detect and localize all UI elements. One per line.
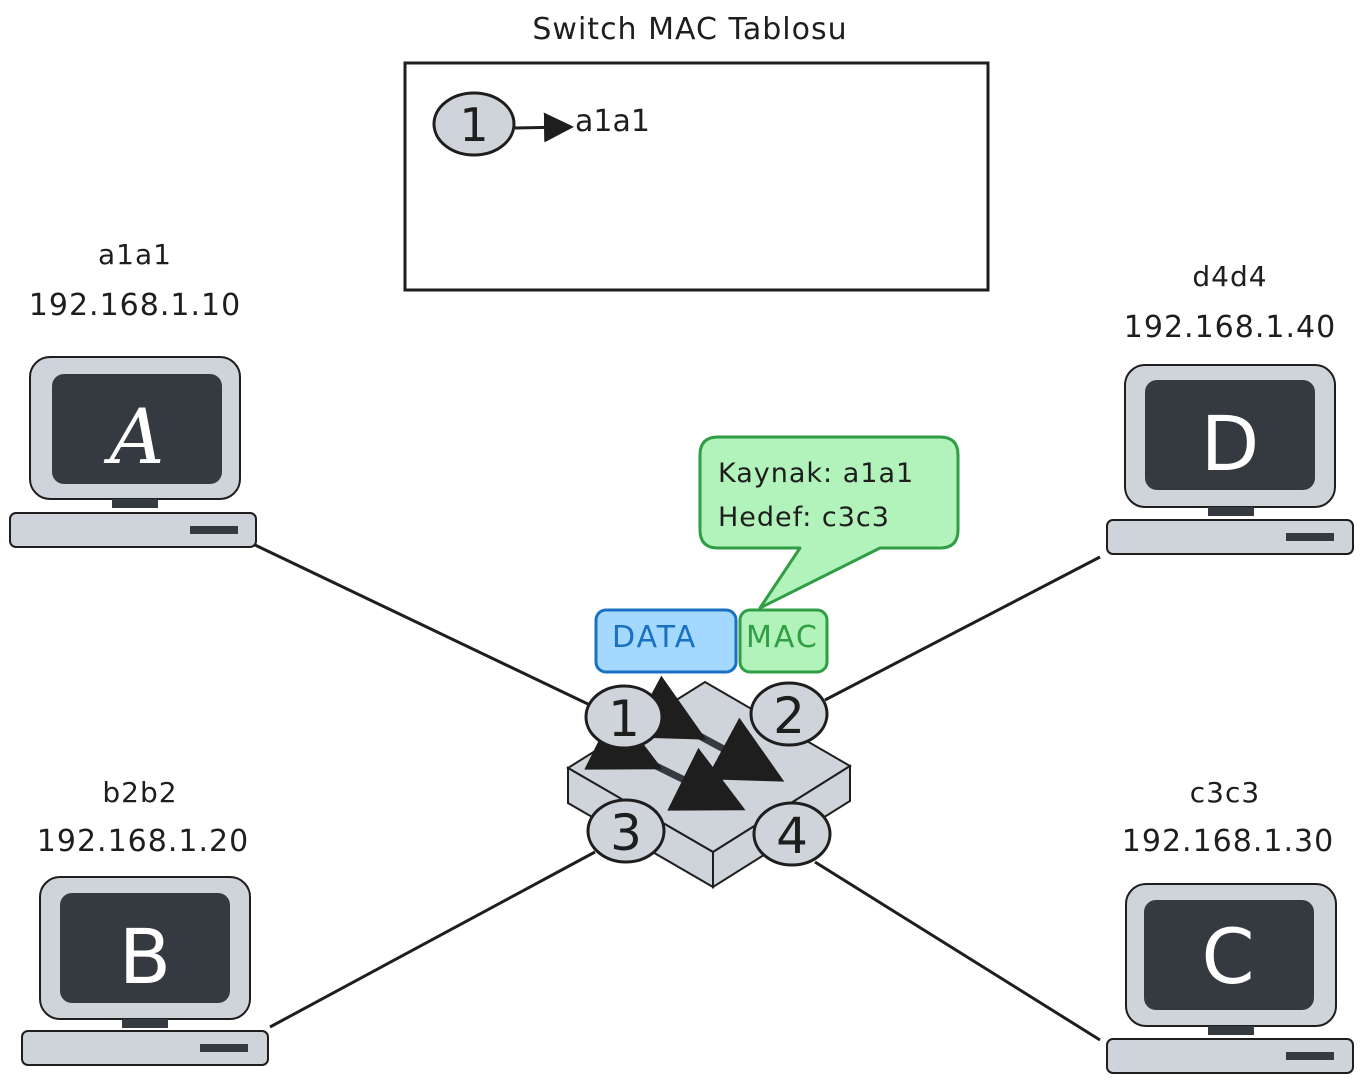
- svg-text:1: 1: [608, 690, 640, 748]
- drive-slot: [1286, 533, 1334, 541]
- computer-d-ip: 192.168.1.40: [1123, 310, 1337, 345]
- data-tag-label: DATA: [612, 620, 698, 655]
- mac-table-arrow: [514, 112, 574, 143]
- monitor-screen: [60, 893, 230, 1003]
- switch-arrows: [584, 675, 785, 811]
- cable-c: [814, 860, 1101, 1042]
- computer-a-mac: a1a1: [98, 238, 172, 271]
- diagram-title: Switch MAC Tablosu: [532, 12, 848, 47]
- monitor-stand: [112, 499, 158, 508]
- computer-c-mac: c3c3: [1189, 776, 1261, 809]
- speech-bubble: [698, 435, 960, 610]
- computer-c-ip: 192.168.1.30: [1121, 824, 1335, 859]
- monitor-screen: [1144, 900, 1314, 1010]
- computer-base: [21, 1030, 269, 1066]
- monitor-screen: [52, 374, 222, 484]
- computer-b-ip: 192.168.1.20: [36, 824, 250, 859]
- mac-table-port-number: 1: [459, 98, 488, 152]
- computer-c: C: [1106, 883, 1354, 1074]
- computer-d-mac: d4d4: [1192, 260, 1268, 293]
- drive-slot: [190, 526, 238, 534]
- drive-slot: [1286, 1052, 1334, 1060]
- computer-a: A: [9, 356, 257, 548]
- computer-a-ip: 192.168.1.10: [28, 288, 242, 323]
- bubble-destination: Hedef: c3c3: [718, 502, 890, 533]
- computer-b: B: [21, 876, 269, 1066]
- monitor-stand: [1208, 1026, 1254, 1035]
- bubble-source: Kaynak: a1a1: [718, 458, 915, 489]
- speech-bubble-text: Kaynak: a1a1 Hedef: c3c3: [718, 452, 914, 540]
- monitor-stand: [122, 1019, 168, 1028]
- mac-tag-label: MAC: [746, 620, 819, 655]
- cable-a: [254, 543, 591, 707]
- mac-table-entry-mac: a1a1: [575, 104, 650, 139]
- monitor-screen: [1145, 380, 1315, 490]
- computer-base: [1106, 1038, 1354, 1074]
- svg-text:3: 3: [610, 804, 642, 862]
- port-3: 3: [586, 798, 666, 864]
- computer-letter: C: [1201, 912, 1254, 1001]
- port-4: 4: [752, 801, 832, 867]
- svg-text:4: 4: [776, 807, 808, 865]
- computer-base: [1106, 519, 1354, 555]
- data-tag-box: [594, 608, 738, 674]
- port-1: 1: [584, 684, 664, 750]
- computer-d: D: [1106, 364, 1354, 555]
- computer-letter: A: [104, 392, 165, 481]
- drive-slot: [200, 1044, 248, 1052]
- computer-letter: D: [1201, 399, 1260, 488]
- port-2: 2: [749, 681, 829, 747]
- mac-tag-box: [738, 608, 829, 674]
- monitor-stand: [1208, 507, 1254, 516]
- cable-b: [269, 850, 596, 1029]
- computer-letter: B: [119, 912, 171, 1001]
- svg-text:2: 2: [773, 687, 805, 745]
- cable-d: [824, 555, 1101, 702]
- computer-b-mac: b2b2: [102, 776, 178, 809]
- computer-base: [9, 512, 257, 548]
- mac-table-port-circle: [432, 91, 516, 157]
